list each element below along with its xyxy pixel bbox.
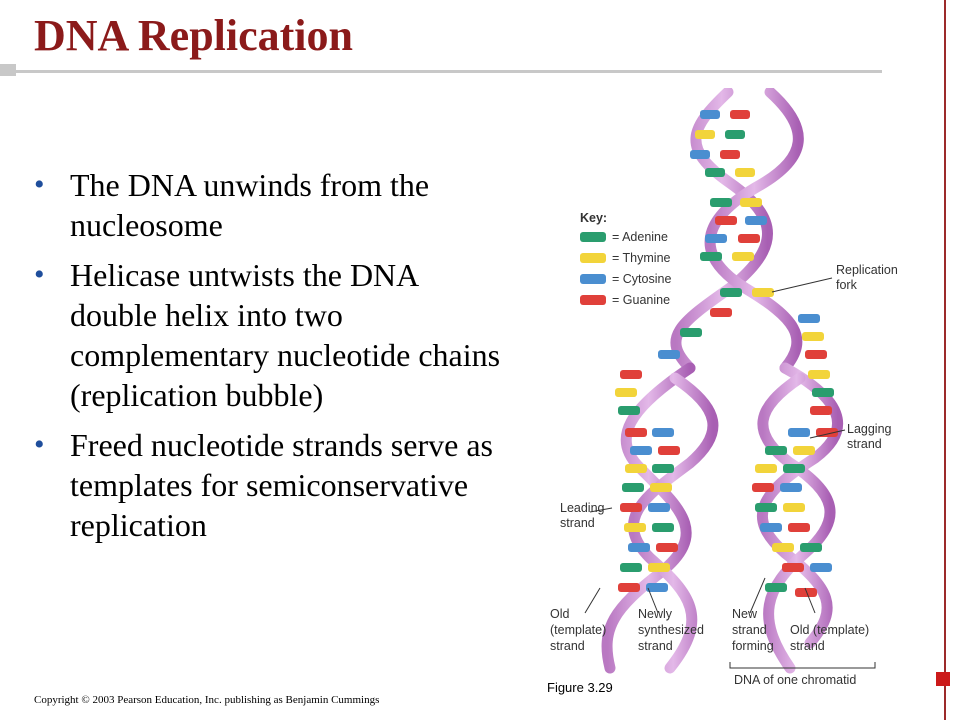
label-old-template-left-2: (template): [550, 623, 606, 637]
label-leading-strand-2: strand: [560, 516, 595, 530]
bullet-text: Helicase untwists the DNA double helix i…: [70, 257, 501, 413]
title-divider: [16, 70, 882, 73]
bullet-dot: •: [34, 258, 45, 291]
bullet-dot: •: [34, 428, 45, 461]
label-leading-strand: Leading: [560, 501, 605, 515]
label-old-template-right-2: strand: [790, 639, 825, 653]
guanine-swatch: [580, 295, 606, 305]
label-newly-synthesized-3: strand: [638, 639, 673, 653]
label-lagging-strand-2: strand: [847, 437, 882, 451]
label-new-strand-forming-3: forming: [732, 639, 774, 653]
chromatid-bracket: [729, 662, 876, 669]
key-thymine: = Thymine: [612, 251, 671, 265]
parent-helix: [670, 88, 804, 374]
right-border-line: [944, 0, 946, 720]
dna-replication-figure: Key: = Adenine = Thymine = Cytosine = Gu…: [550, 88, 898, 687]
bullet-item: • The DNA unwinds from the nucleosome: [34, 165, 504, 245]
label-newly-synthesized: Newly: [638, 607, 673, 621]
bullet-list: • The DNA unwinds from the nucleosome • He…: [34, 165, 504, 555]
copyright-notice: Copyright © 2003 Pearson Education, Inc.…: [34, 694, 380, 706]
label-old-template-right: Old (template): [790, 623, 869, 637]
key-adenine: = Adenine: [612, 230, 668, 244]
label-old-template-left-3: strand: [550, 639, 585, 653]
label-lagging-strand: Lagging: [847, 422, 892, 436]
bullet-text: The DNA unwinds from the nucleosome: [70, 167, 430, 243]
label-new-strand-forming: New: [732, 607, 758, 621]
bullet-item: • Freed nucleotide strands serve as templ…: [34, 425, 504, 545]
corner-square: [936, 672, 950, 686]
base-pairs: [658, 110, 827, 359]
label-new-strand-forming-2: strand: [732, 623, 767, 637]
cytosine-swatch: [580, 274, 606, 284]
slide-title: DNA Replication: [34, 11, 353, 60]
thymine-swatch: [580, 253, 606, 263]
adenine-swatch: [580, 232, 606, 242]
right-daughter-helix: [756, 362, 844, 674]
label-newly-synthesized-2: synthesized: [638, 623, 704, 637]
bullet-dot: •: [34, 168, 45, 201]
base-pairs-right: [752, 370, 838, 597]
key-guanine: = Guanine: [612, 293, 670, 307]
label-dna-of-one-chromatid: DNA of one chromatid: [734, 673, 856, 687]
bullet-text: Freed nucleotide strands serve as templa…: [70, 427, 493, 543]
label-old-template-left: Old: [550, 607, 570, 621]
figure-key: Key: = Adenine = Thymine = Cytosine = Gu…: [580, 211, 671, 307]
label-replication-fork-2: fork: [836, 278, 858, 292]
label-replication-fork: Replication: [836, 263, 898, 277]
base-pairs-left: [615, 370, 680, 592]
key-title: Key:: [580, 211, 607, 225]
figure-caption: Figure 3.29: [547, 680, 613, 695]
title-rule-tab: [0, 64, 16, 76]
key-cytosine: = Cytosine: [612, 272, 671, 286]
bullet-item: • Helicase untwists the DNA double helix …: [34, 255, 504, 415]
callout-lines: [584, 277, 846, 614]
